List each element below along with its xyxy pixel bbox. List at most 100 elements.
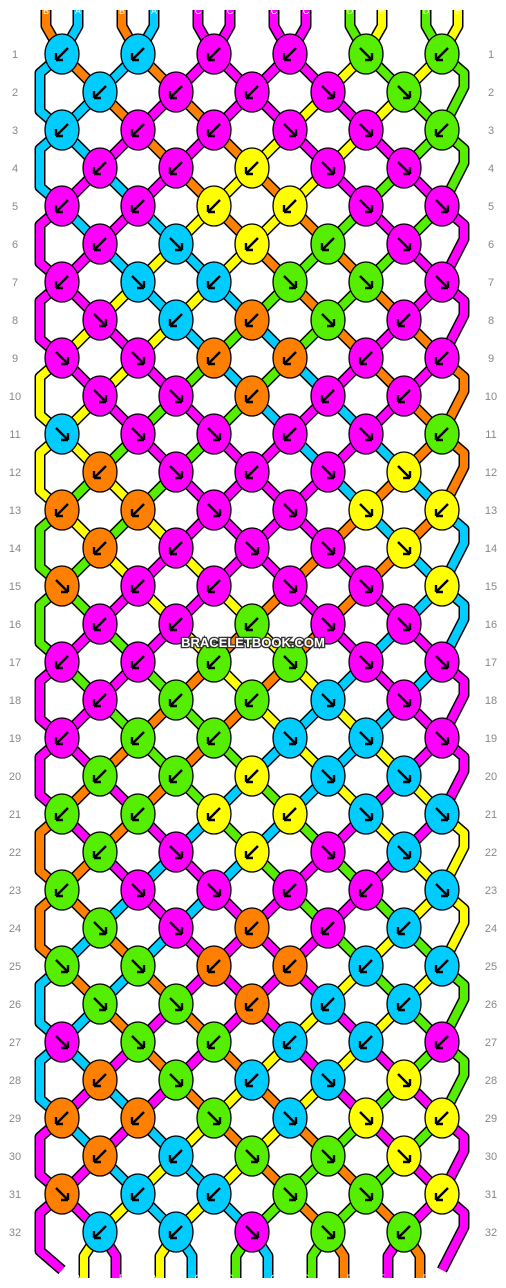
knot[interactable] (310, 603, 346, 645)
knot[interactable] (424, 413, 460, 455)
knot[interactable] (272, 33, 308, 75)
knot[interactable] (44, 1021, 80, 1063)
knot[interactable] (158, 527, 194, 569)
knot[interactable] (386, 299, 422, 341)
knot[interactable] (348, 413, 384, 455)
knot[interactable] (234, 1211, 270, 1253)
knot[interactable] (120, 109, 156, 151)
knot[interactable] (424, 945, 460, 987)
knot[interactable] (196, 565, 232, 607)
knot[interactable] (158, 603, 194, 645)
knot[interactable] (424, 565, 460, 607)
knot[interactable] (44, 261, 80, 303)
knot[interactable] (120, 641, 156, 683)
knot[interactable] (120, 33, 156, 75)
knot[interactable] (272, 185, 308, 227)
knot[interactable] (310, 1211, 346, 1253)
knot[interactable] (196, 869, 232, 911)
knot[interactable] (196, 489, 232, 531)
knot[interactable] (272, 793, 308, 835)
knot[interactable] (44, 185, 80, 227)
knot[interactable] (44, 641, 80, 683)
knot[interactable] (82, 1059, 118, 1101)
knot[interactable] (272, 565, 308, 607)
knot[interactable] (272, 1021, 308, 1063)
knot[interactable] (196, 33, 232, 75)
knot[interactable] (272, 261, 308, 303)
knot[interactable] (386, 755, 422, 797)
knot[interactable] (82, 451, 118, 493)
knot[interactable] (234, 907, 270, 949)
knot[interactable] (158, 375, 194, 417)
knot[interactable] (234, 223, 270, 265)
knot[interactable] (424, 337, 460, 379)
knot[interactable] (348, 261, 384, 303)
knot[interactable] (348, 185, 384, 227)
knot[interactable] (386, 1211, 422, 1253)
knot[interactable] (158, 755, 194, 797)
knot[interactable] (120, 1173, 156, 1215)
knot[interactable] (44, 1173, 80, 1215)
knot[interactable] (272, 489, 308, 531)
knot[interactable] (196, 1021, 232, 1063)
knot[interactable] (348, 337, 384, 379)
knot[interactable] (44, 869, 80, 911)
knot[interactable] (386, 527, 422, 569)
knot[interactable] (82, 223, 118, 265)
knot[interactable] (348, 1021, 384, 1063)
knot[interactable] (310, 907, 346, 949)
knot[interactable] (386, 451, 422, 493)
knot[interactable] (120, 565, 156, 607)
knot[interactable] (424, 489, 460, 531)
knot[interactable] (196, 641, 232, 683)
knot[interactable] (386, 907, 422, 949)
knot[interactable] (310, 1135, 346, 1177)
knot[interactable] (348, 869, 384, 911)
knot[interactable] (158, 299, 194, 341)
knot[interactable] (120, 185, 156, 227)
knot[interactable] (272, 945, 308, 987)
knot[interactable] (234, 299, 270, 341)
knot[interactable] (310, 375, 346, 417)
knot[interactable] (310, 223, 346, 265)
knot[interactable] (348, 33, 384, 75)
knot[interactable] (272, 717, 308, 759)
knot[interactable] (120, 1097, 156, 1139)
knot[interactable] (386, 603, 422, 645)
knot[interactable] (120, 869, 156, 911)
knot[interactable] (158, 907, 194, 949)
knot[interactable] (196, 109, 232, 151)
knot[interactable] (234, 451, 270, 493)
knot[interactable] (424, 33, 460, 75)
knot[interactable] (348, 109, 384, 151)
knot[interactable] (386, 831, 422, 873)
knot[interactable] (424, 185, 460, 227)
knot[interactable] (424, 793, 460, 835)
knot[interactable] (424, 1021, 460, 1063)
knot[interactable] (82, 299, 118, 341)
knot[interactable] (120, 413, 156, 455)
knot[interactable] (158, 831, 194, 873)
knot[interactable] (310, 831, 346, 873)
knot[interactable] (82, 603, 118, 645)
knot[interactable] (44, 413, 80, 455)
knot[interactable] (120, 489, 156, 531)
knot[interactable] (82, 907, 118, 949)
knot[interactable] (82, 147, 118, 189)
knot[interactable] (120, 717, 156, 759)
knot[interactable] (234, 375, 270, 417)
knot[interactable] (196, 261, 232, 303)
knot[interactable] (348, 1173, 384, 1215)
knot[interactable] (348, 565, 384, 607)
knot[interactable] (234, 1135, 270, 1177)
knot[interactable] (82, 375, 118, 417)
knot[interactable] (44, 109, 80, 151)
knot[interactable] (272, 337, 308, 379)
knot[interactable] (44, 717, 80, 759)
knot[interactable] (120, 945, 156, 987)
knot[interactable] (272, 869, 308, 911)
knot[interactable] (158, 1211, 194, 1253)
knot[interactable] (82, 983, 118, 1025)
knot[interactable] (44, 1097, 80, 1139)
knot[interactable] (82, 1135, 118, 1177)
